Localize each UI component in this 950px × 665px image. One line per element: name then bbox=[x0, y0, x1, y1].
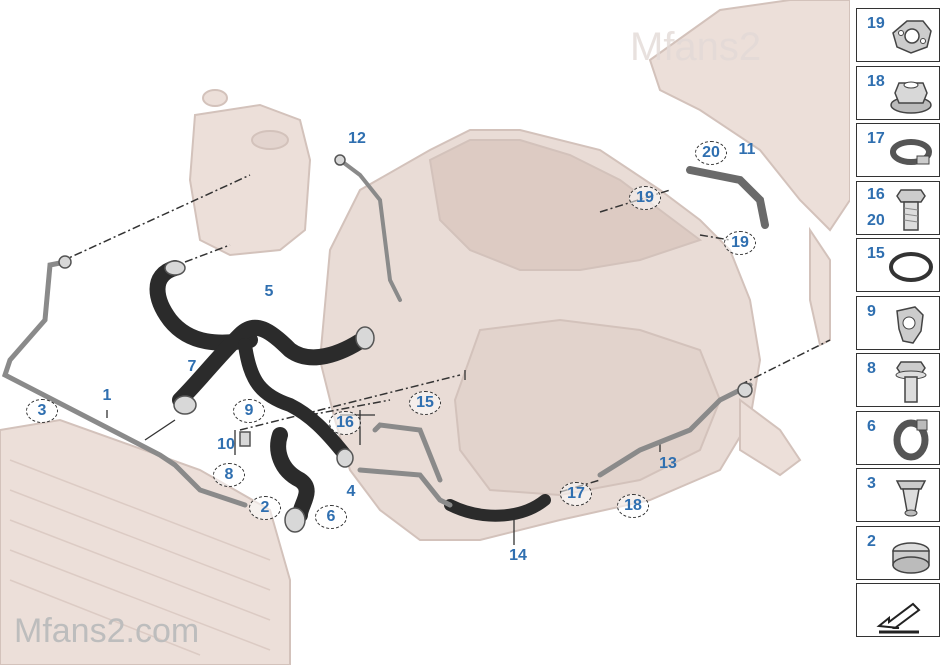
spring-clamp-icon bbox=[887, 416, 935, 462]
callout-c20: 20 bbox=[695, 141, 727, 165]
legend-part-number: 15 bbox=[867, 245, 885, 262]
legend-part-number: 19 bbox=[867, 15, 885, 32]
legend-cell: 18 bbox=[856, 65, 940, 120]
callout-c12: 12 bbox=[348, 130, 366, 147]
top-right-component bbox=[648, 0, 850, 477]
engine-block bbox=[318, 129, 762, 541]
arrow-icon bbox=[867, 588, 931, 634]
legend-part-number: 6 bbox=[867, 417, 876, 435]
legend-cell: 3 bbox=[856, 468, 940, 522]
expansion-rivet-icon bbox=[887, 473, 935, 519]
legend-cell: 9 bbox=[856, 295, 940, 350]
legend-part-number: 2 bbox=[867, 532, 876, 550]
cooling-system-diagram: Mfans2 bbox=[0, 0, 850, 665]
callout-c2: 2 bbox=[249, 496, 281, 520]
gasket-plate-icon bbox=[887, 13, 935, 59]
legend-cell: 15 bbox=[856, 238, 940, 292]
watermark-prefix: Mfans2 bbox=[14, 612, 126, 650]
callout-c14: 14 bbox=[509, 547, 527, 564]
expansion-tank bbox=[188, 89, 312, 257]
callout-c1: 1 bbox=[102, 387, 112, 404]
callout-c11: 11 bbox=[738, 141, 756, 158]
callout-c18: 18 bbox=[617, 494, 649, 518]
hoses bbox=[149, 260, 551, 523]
legend-cell: 6 bbox=[856, 410, 940, 465]
hex-nut-icon bbox=[887, 71, 935, 117]
callout-c8: 8 bbox=[213, 463, 245, 487]
pipes bbox=[1, 158, 769, 508]
callout-c19a: 19 bbox=[629, 186, 661, 210]
callout-c4: 4 bbox=[346, 483, 356, 500]
watermark: Mfans2.com bbox=[14, 612, 199, 651]
callout-c9: 9 bbox=[233, 399, 265, 423]
callout-c5: 5 bbox=[264, 283, 274, 300]
callout-c19b: 19 bbox=[724, 231, 756, 255]
flange-bolt-icon bbox=[887, 358, 935, 404]
callout-c15: 15 bbox=[409, 391, 441, 415]
legend-part-number: 17 bbox=[867, 130, 885, 147]
legend-part-number: 9 bbox=[867, 302, 876, 320]
legend-part-number: 20 bbox=[867, 211, 885, 229]
callout-c7: 7 bbox=[187, 358, 197, 375]
hex-bolt-icon bbox=[887, 186, 935, 232]
legend-cell: 17 bbox=[856, 123, 940, 177]
callout-c16: 16 bbox=[329, 411, 361, 435]
legend-cell: 2 bbox=[856, 525, 940, 580]
bracket-clip-icon bbox=[887, 301, 935, 347]
legend-cell: 19 bbox=[856, 8, 940, 62]
callout-c6: 6 bbox=[315, 505, 347, 529]
hose-clamp-icon bbox=[887, 128, 935, 174]
clip-clamp-icon bbox=[887, 531, 935, 577]
legend-part-number: 3 bbox=[867, 475, 876, 492]
callout-c10: 10 bbox=[217, 436, 235, 453]
legend-part-number: 8 bbox=[867, 360, 876, 377]
legend-cell bbox=[856, 583, 940, 637]
solid-leaders bbox=[106, 370, 661, 545]
legend-cell: 8 bbox=[856, 353, 940, 407]
callout-c17: 17 bbox=[560, 482, 592, 506]
fittings bbox=[58, 154, 753, 533]
top-watermark: Mfans2 bbox=[630, 25, 761, 69]
o-ring-icon bbox=[887, 243, 935, 289]
callout-c13: 13 bbox=[659, 455, 677, 472]
legend-part-number: 16 bbox=[867, 185, 885, 203]
watermark-suffix: .com bbox=[125, 612, 200, 650]
callout-c3: 3 bbox=[26, 399, 58, 423]
legend-part-number: 18 bbox=[867, 72, 885, 90]
